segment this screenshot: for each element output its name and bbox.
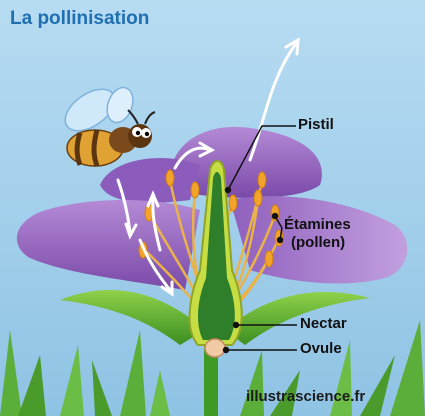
diagram-title: La pollinisation <box>10 8 150 29</box>
label-nectar: Nectar <box>300 315 347 332</box>
bee-illustration <box>64 86 156 167</box>
anthers <box>138 169 284 268</box>
source-credit: illustrascience.fr <box>246 388 366 405</box>
label-etamines: Étamines <box>284 216 351 233</box>
ovary-interior <box>197 172 235 340</box>
right-sepal <box>225 291 370 345</box>
label-leaders <box>222 125 297 354</box>
pollen-path-arrows <box>116 37 300 297</box>
stem <box>204 340 218 416</box>
grass <box>0 320 425 416</box>
ovule <box>204 338 226 358</box>
left-sepal <box>60 290 205 345</box>
label-pistil: Pistil <box>298 116 334 133</box>
label-ovule: Ovule <box>300 340 342 357</box>
label-pollen: (pollen) <box>291 234 346 251</box>
